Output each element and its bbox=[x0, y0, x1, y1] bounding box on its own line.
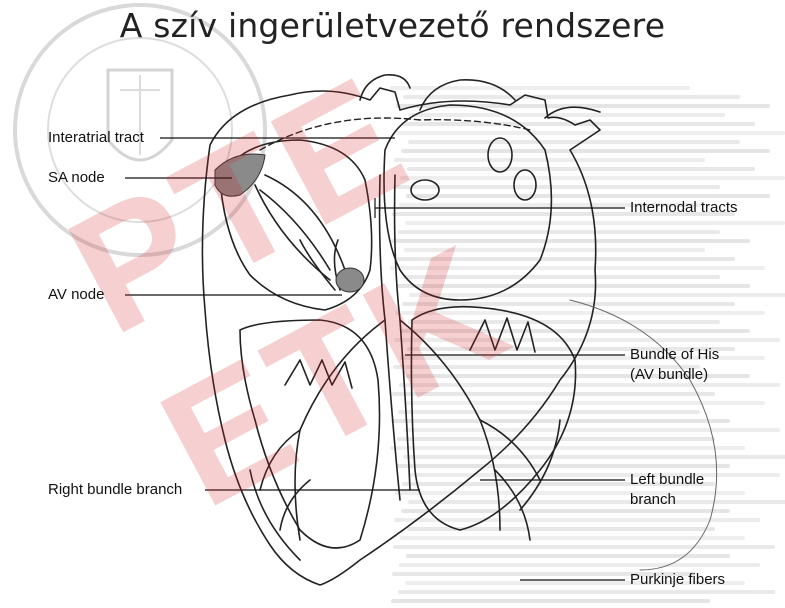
label-bundle-of-his-line2: (AV bundle) bbox=[630, 366, 708, 383]
label-left-bundle-branch-line1: Left bundle bbox=[630, 471, 704, 488]
label-right-bundle-branch: Right bundle branch bbox=[48, 480, 182, 500]
label-left-bundle-branch-line2: branch bbox=[630, 491, 676, 508]
left-atrium bbox=[384, 105, 551, 300]
label-interatrial-tract: Interatrial tract bbox=[48, 128, 144, 148]
right-ventricle bbox=[240, 320, 380, 548]
av-node-shape bbox=[336, 268, 364, 292]
left-ventricle bbox=[411, 307, 575, 530]
label-sa-node: SA node bbox=[48, 168, 105, 188]
label-bundle-of-his: Bundle of His (AV bundle) bbox=[630, 345, 719, 385]
label-av-node: AV node bbox=[48, 285, 104, 305]
label-purkinje-fibers: Purkinje fibers bbox=[630, 570, 725, 590]
septum bbox=[380, 175, 400, 500]
label-bundle-of-his-line1: Bundle of His bbox=[630, 346, 719, 363]
label-internodal-tracts: Internodal tracts bbox=[630, 198, 738, 218]
label-left-bundle-branch: Left bundle branch bbox=[630, 470, 704, 510]
